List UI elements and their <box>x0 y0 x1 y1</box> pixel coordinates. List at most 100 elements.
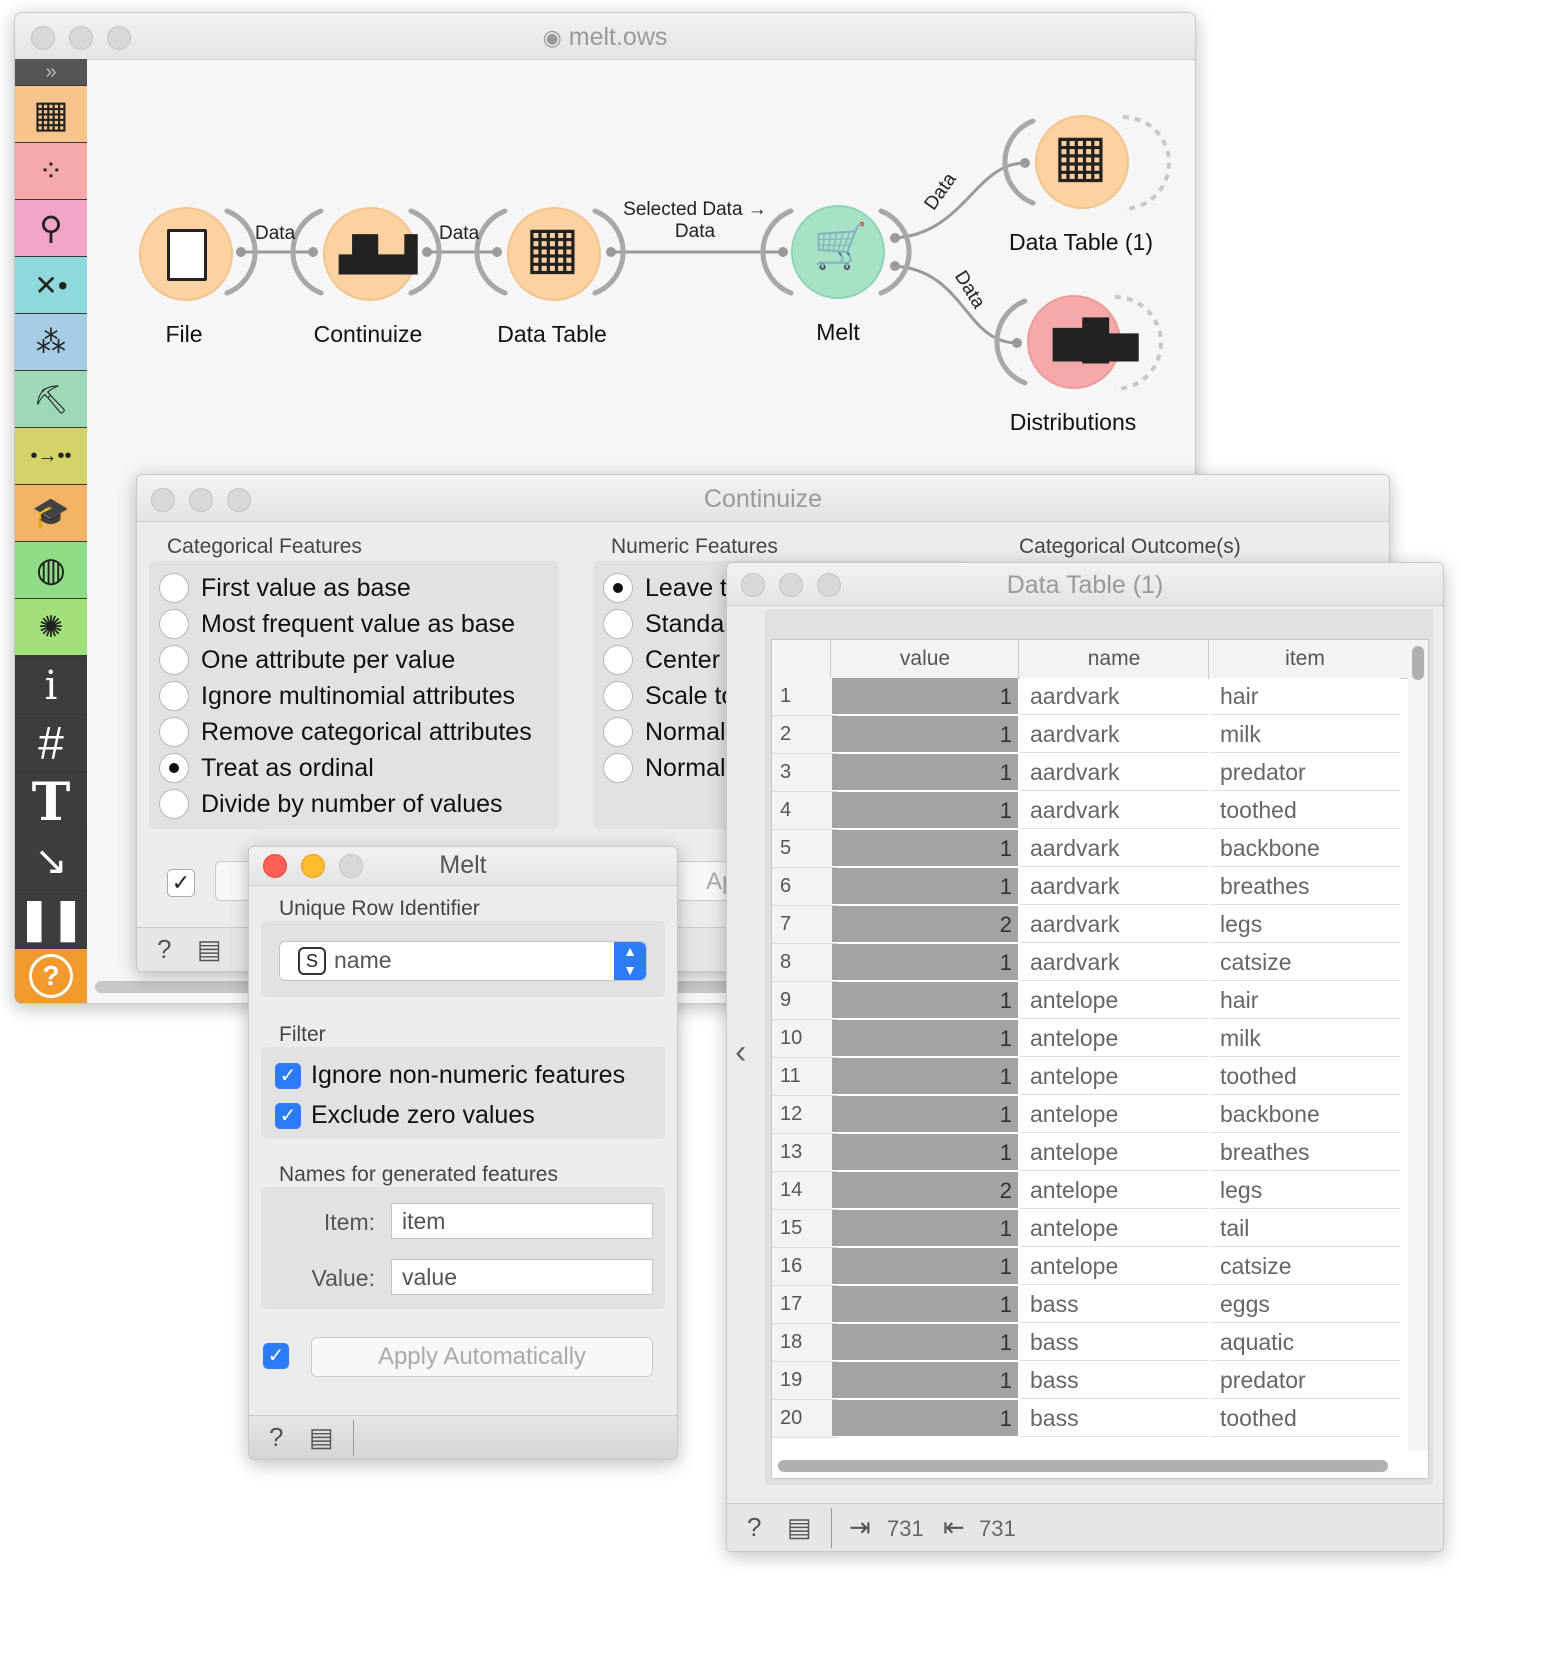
value-cell[interactable]: 1 <box>832 1400 1018 1437</box>
item-cell[interactable]: catsize <box>1210 1248 1400 1285</box>
value-cell[interactable]: 2 <box>832 906 1018 943</box>
name-cell[interactable]: antelope <box>1020 982 1208 1019</box>
zoom-button[interactable] <box>107 26 131 50</box>
item-cell[interactable]: eggs <box>1210 1286 1400 1323</box>
item-cell[interactable]: aquatic <box>1210 1324 1400 1361</box>
item-cell[interactable]: tail <box>1210 1210 1400 1247</box>
help-icon[interactable]: ? <box>269 1422 284 1452</box>
column-header-name[interactable]: name <box>1020 640 1209 678</box>
vertical-scrollbar[interactable] <box>1408 640 1428 1450</box>
numeric-option-5[interactable]: Normali <box>603 753 731 783</box>
zoom-button[interactable] <box>339 854 363 878</box>
numeric-option-0[interactable]: Leave tl <box>603 573 733 603</box>
numeric-option-4[interactable]: Normali <box>603 717 731 747</box>
value-cell[interactable]: 1 <box>832 716 1018 753</box>
numeric-option-1[interactable]: Standar <box>603 609 733 639</box>
minimize-button[interactable] <box>69 26 93 50</box>
info-tool-button[interactable]: i <box>15 659 87 713</box>
name-cell[interactable]: aardvark <box>1020 716 1208 753</box>
category-unsupervised[interactable]: ⁂ <box>15 314 87 370</box>
corner-header[interactable] <box>772 640 831 678</box>
zoom-button[interactable] <box>227 488 251 512</box>
column-header-value[interactable]: value <box>832 640 1019 678</box>
categorical-option-3[interactable]: Ignore multinomial attributes <box>159 681 515 711</box>
minimize-button[interactable] <box>779 573 803 597</box>
name-cell[interactable]: aardvark <box>1020 868 1208 905</box>
report-icon[interactable]: ▤ <box>309 1422 334 1452</box>
name-cell[interactable]: antelope <box>1020 1210 1208 1247</box>
help-icon[interactable]: ? <box>747 1512 762 1542</box>
name-cell[interactable]: antelope <box>1020 1172 1208 1209</box>
value-cell[interactable]: 1 <box>832 1286 1018 1323</box>
value-cell[interactable]: 1 <box>832 1096 1018 1133</box>
item-input[interactable] <box>391 1203 653 1239</box>
category-visualize[interactable]: ⁘ <box>15 143 87 199</box>
category-geo[interactable]: ◍ <box>15 542 87 598</box>
item-cell[interactable]: breathes <box>1210 1134 1400 1171</box>
node-file[interactable] <box>139 207 233 301</box>
ignore-non-numeric-checkbox[interactable]: ✓Ignore non-numeric features <box>275 1061 625 1090</box>
category-model[interactable]: ⚲ <box>15 200 87 256</box>
show-left-panel-button[interactable]: ‹ <box>735 1033 746 1072</box>
node-data-table-1[interactable]: ▦ <box>1035 115 1129 209</box>
item-cell[interactable]: predator <box>1210 1362 1400 1399</box>
value-cell[interactable]: 1 <box>832 1134 1018 1171</box>
item-cell[interactable]: toothed <box>1210 792 1400 829</box>
value-input[interactable] <box>391 1259 653 1295</box>
close-button[interactable] <box>31 26 55 50</box>
name-cell[interactable]: aardvark <box>1020 830 1208 867</box>
categorical-option-4[interactable]: Remove categorical attributes <box>159 717 532 747</box>
node-data-table[interactable]: ▦ <box>507 207 601 301</box>
value-cell[interactable]: 1 <box>832 1210 1018 1247</box>
categorical-option-1[interactable]: Most frequent value as base <box>159 609 515 639</box>
value-cell[interactable]: 1 <box>832 1058 1018 1095</box>
melt-auto-checkbox[interactable]: ✓ <box>263 1343 289 1369</box>
item-cell[interactable]: milk <box>1210 1020 1400 1057</box>
item-cell[interactable]: backbone <box>1210 830 1400 867</box>
name-cell[interactable]: aardvark <box>1020 792 1208 829</box>
name-cell[interactable]: aardvark <box>1020 944 1208 981</box>
exclude-zero-checkbox[interactable]: ✓Exclude zero values <box>275 1101 535 1130</box>
node-continuize[interactable]: ▟▙▟ <box>323 207 417 301</box>
value-cell[interactable]: 1 <box>832 982 1018 1019</box>
apply-automatically-button[interactable]: Apply Automatically <box>311 1337 653 1377</box>
numeric-option-2[interactable]: Center t <box>603 645 734 675</box>
categorical-option-6[interactable]: Divide by number of values <box>159 789 503 819</box>
value-cell[interactable]: 1 <box>832 1324 1018 1361</box>
vertical-scroll-thumb[interactable] <box>1412 646 1424 680</box>
link-melt-distributions[interactable] <box>894 264 1018 345</box>
name-cell[interactable]: bass <box>1020 1324 1208 1361</box>
arrow-tool-button[interactable]: ↘ <box>15 833 87 889</box>
category-data[interactable]: ▦ <box>15 86 87 142</box>
close-button[interactable] <box>151 488 175 512</box>
item-cell[interactable]: legs <box>1210 1172 1400 1209</box>
item-cell[interactable]: legs <box>1210 906 1400 943</box>
value-cell[interactable]: 1 <box>832 1020 1018 1057</box>
name-cell[interactable]: aardvark <box>1020 906 1208 943</box>
category-prototypes[interactable]: ⛏ <box>15 371 87 427</box>
item-cell[interactable]: hair <box>1210 982 1400 1019</box>
report-icon[interactable]: ▤ <box>787 1512 812 1542</box>
item-cell[interactable]: breathes <box>1210 868 1400 905</box>
name-cell[interactable]: aardvark <box>1020 678 1208 715</box>
zoom-button[interactable] <box>817 573 841 597</box>
value-cell[interactable]: 1 <box>832 830 1018 867</box>
item-cell[interactable]: hair <box>1210 678 1400 715</box>
row-id-combobox[interactable]: S name ▲▼ <box>279 941 647 981</box>
item-cell[interactable]: catsize <box>1210 944 1400 981</box>
